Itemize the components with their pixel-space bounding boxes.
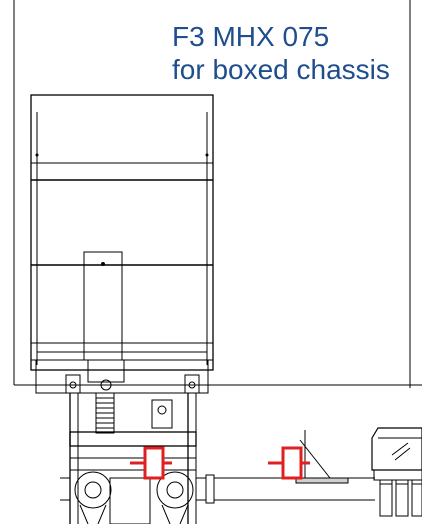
platform [30, 94, 214, 371]
title-line-2: for boxed chassis [172, 54, 390, 85]
title-line-1: F3 MHX 075 [172, 21, 330, 52]
clamp-icon [268, 446, 310, 480]
lift-mechanism [60, 392, 215, 524]
panel-border [13, 0, 422, 388]
clamp-icon [130, 446, 172, 480]
hydraulic-unit [371, 427, 422, 517]
mounting-bar [35, 359, 209, 394]
diagram-title: F3 MHX 075 for boxed chassis [172, 20, 390, 86]
